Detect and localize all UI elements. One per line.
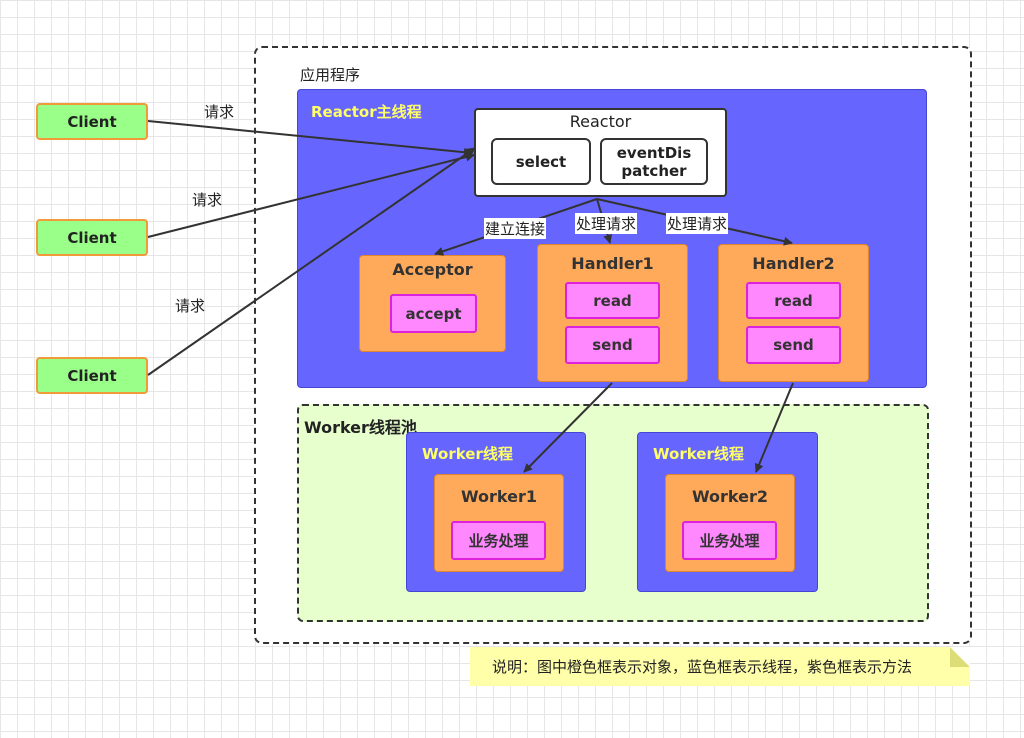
worker-thread-1-title: Worker线程 (422, 445, 513, 463)
client-2: Client (36, 219, 148, 256)
worker-thread-2-title: Worker线程 (653, 445, 744, 463)
worker-thread-pool (297, 404, 929, 622)
process-label-1: 处理请求 (575, 213, 638, 234)
process-label-2: 处理请求 (666, 213, 729, 234)
request-label-2: 请求 (192, 191, 223, 209)
reactor-title: Reactor (569, 112, 632, 131)
client-1: Client (36, 103, 148, 140)
worker-pool-title: Worker线程池 (304, 418, 417, 437)
legend-note-text: 说明：图中橙色框表示对象，蓝色框表示线程，紫色框表示方法 (492, 658, 913, 676)
handler1-send-method: send (565, 326, 660, 364)
application-title: 应用程序 (300, 66, 361, 84)
acceptor-title: Acceptor (392, 260, 473, 279)
worker2-task-method: 业务处理 (682, 521, 777, 560)
accept-method: accept (390, 294, 477, 333)
worker1-title: Worker1 (460, 487, 538, 506)
worker1-task-method: 业务处理 (451, 521, 546, 560)
request-label-1: 请求 (204, 103, 235, 121)
worker2-title: Worker2 (691, 487, 769, 506)
reactor-main-thread-title: Reactor主线程 (311, 103, 422, 121)
handler1-read-method: read (565, 282, 660, 319)
handler2-read-method: read (746, 282, 841, 319)
handler1-title: Handler1 (571, 254, 654, 273)
handler2-title: Handler2 (752, 254, 835, 273)
event-dispatcher-method: eventDis patcher (600, 138, 708, 185)
select-method: select (491, 138, 591, 185)
legend-note: 说明：图中橙色框表示对象，蓝色框表示线程，紫色框表示方法 (470, 647, 970, 686)
client-3: Client (36, 357, 148, 394)
request-label-3: 请求 (175, 297, 206, 315)
handler2-send-method: send (746, 326, 841, 364)
connect-label: 建立连接 (484, 218, 547, 239)
